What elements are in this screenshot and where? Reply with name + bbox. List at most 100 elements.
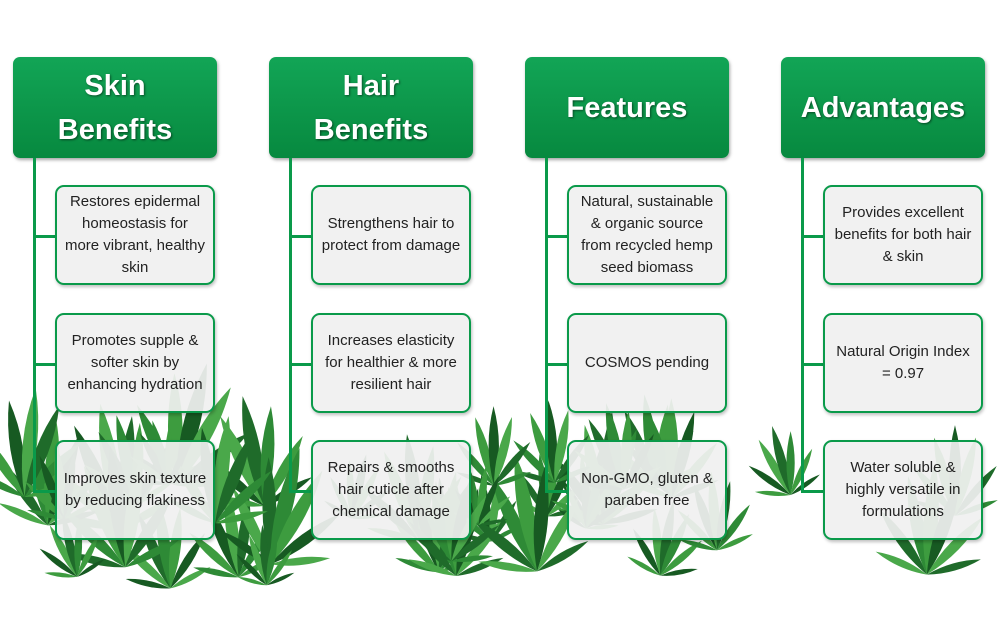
leaf-blade [270,447,300,565]
connector-branch [801,235,823,238]
leaf-blade [408,559,457,576]
leaf-blade [193,567,239,578]
leaf-blade [491,475,538,572]
leaf-blade [170,533,205,589]
leaf-blade [875,551,927,575]
leaf-blade [213,416,231,524]
connector-branch [289,235,311,238]
leaf-blade [478,519,508,526]
benefit-box: Water soluble & highly versatile in form… [823,440,983,540]
leaf-blade [494,471,532,486]
benefit-text: Repairs & smooths hair cuticle after che… [327,459,455,520]
leaf-blade [0,432,25,497]
leaf-blade [170,566,211,589]
column-header: Advantages [781,57,985,158]
column-header: Skin Benefits [13,57,217,158]
leaf-blade [248,534,267,586]
benefit-text: Natural Origin Index = 0.97 [836,343,970,382]
benefit-text: Restores epidermal homeostasis for more … [64,193,206,276]
leaf-blade [236,554,267,586]
leaf-blade [633,528,661,576]
benefit-text: Increases elasticity for healthier & mor… [325,332,457,393]
leaf-blade [8,400,26,497]
leaf-blade [926,559,981,575]
connector-branch [545,235,567,238]
leaf-blade [758,439,791,496]
benefit-box: Non-GMO, gluten & paraben free [567,440,727,540]
leaf-blade [790,474,820,496]
benefit-box: Improves skin texture by reducing flakin… [55,440,215,540]
benefit-box: Natural Origin Index = 0.97 [823,313,983,413]
leaf-blade [772,425,791,496]
leaf-blade [627,556,661,576]
connector-branch [545,490,567,493]
leaf-blade [494,416,512,486]
leaf-blade [125,539,180,568]
benefit-text: Strengthens hair to protect from damage [321,215,461,254]
leaf-blade [270,470,323,565]
leaf-blade [545,400,558,483]
column-header: Features [525,57,729,158]
benefit-box: Strengthens hair to protect from damage [311,185,471,285]
connector-line [545,158,548,490]
leaf-blade [215,433,252,524]
connector-branch [289,363,311,366]
leaf-blade [77,559,105,577]
benefit-text: Natural, sustainable & organic source fr… [580,193,714,276]
leaf-blade [44,572,78,578]
connector-line [33,158,36,490]
leaf-blade [554,410,569,483]
leaf-blade [679,539,717,551]
leaf-blade [266,550,292,586]
leaf-blade [237,576,267,586]
benefit-box: Provides excellent benefits for both hai… [823,185,983,285]
leaf-blade [125,578,171,589]
connector-line [289,158,292,490]
leaf-blade [478,561,538,572]
connector-branch [289,490,311,493]
leaf-blade [266,532,278,586]
leaf-blade [266,572,295,586]
hemp-leaf-icon [748,425,820,497]
benefit-box: Repairs & smooths hair cuticle after che… [311,440,471,540]
benefit-box: Promotes supple & softer skin by enhanci… [55,313,215,413]
leaf-blade [514,454,538,572]
leaf-blade [215,511,268,524]
leaf-blade [0,503,48,526]
leaf-blade [478,475,499,526]
leaf-blade [533,465,549,572]
connector-branch [545,363,567,366]
leaf-blade [260,524,269,586]
benefit-box: COSMOS pending [567,313,727,413]
leaf-blade [478,496,511,526]
benefit-box: Restores epidermal homeostasis for more … [55,185,215,285]
leaf-blade [0,473,25,497]
hemp-leaf-icon [456,406,532,486]
leaf-blade [77,535,99,577]
leaf-blade [416,538,452,562]
connector-branch [33,490,55,493]
column-skin-benefits: Skin Benefits Restores epidermal homeost… [13,57,223,557]
leaf-blade [754,490,791,497]
connector-branch [801,363,823,366]
leaf-blade [189,532,239,578]
benefit-text: Non-GMO, gluten & paraben free [581,470,713,509]
leaf-blade [494,441,531,486]
leaf-blade [215,470,272,524]
benefit-text: Water soluble & highly versatile in form… [845,459,961,520]
benefit-box: Increases elasticity for healthier & mor… [311,313,471,413]
leaf-blade [660,540,702,576]
column-features: Features Natural, sustainable & organic … [525,57,735,557]
column-advantages: Advantages Provides excellent benefits f… [781,57,991,557]
column-hair-benefits: Hair Benefits Strengthens hair to protec… [269,57,479,557]
benefit-box: Natural, sustainable & organic source fr… [567,185,727,285]
connector-line [801,158,804,490]
benefit-text: Promotes supple & softer skin by enhanci… [67,332,203,393]
leaf-blade [475,417,495,486]
leaf-blade [451,525,500,562]
leaf-blade [786,431,795,496]
connector-branch [33,235,55,238]
hemp-leaf-icon [236,524,295,586]
benefit-text: Provides excellent benefits for both hai… [834,204,972,265]
